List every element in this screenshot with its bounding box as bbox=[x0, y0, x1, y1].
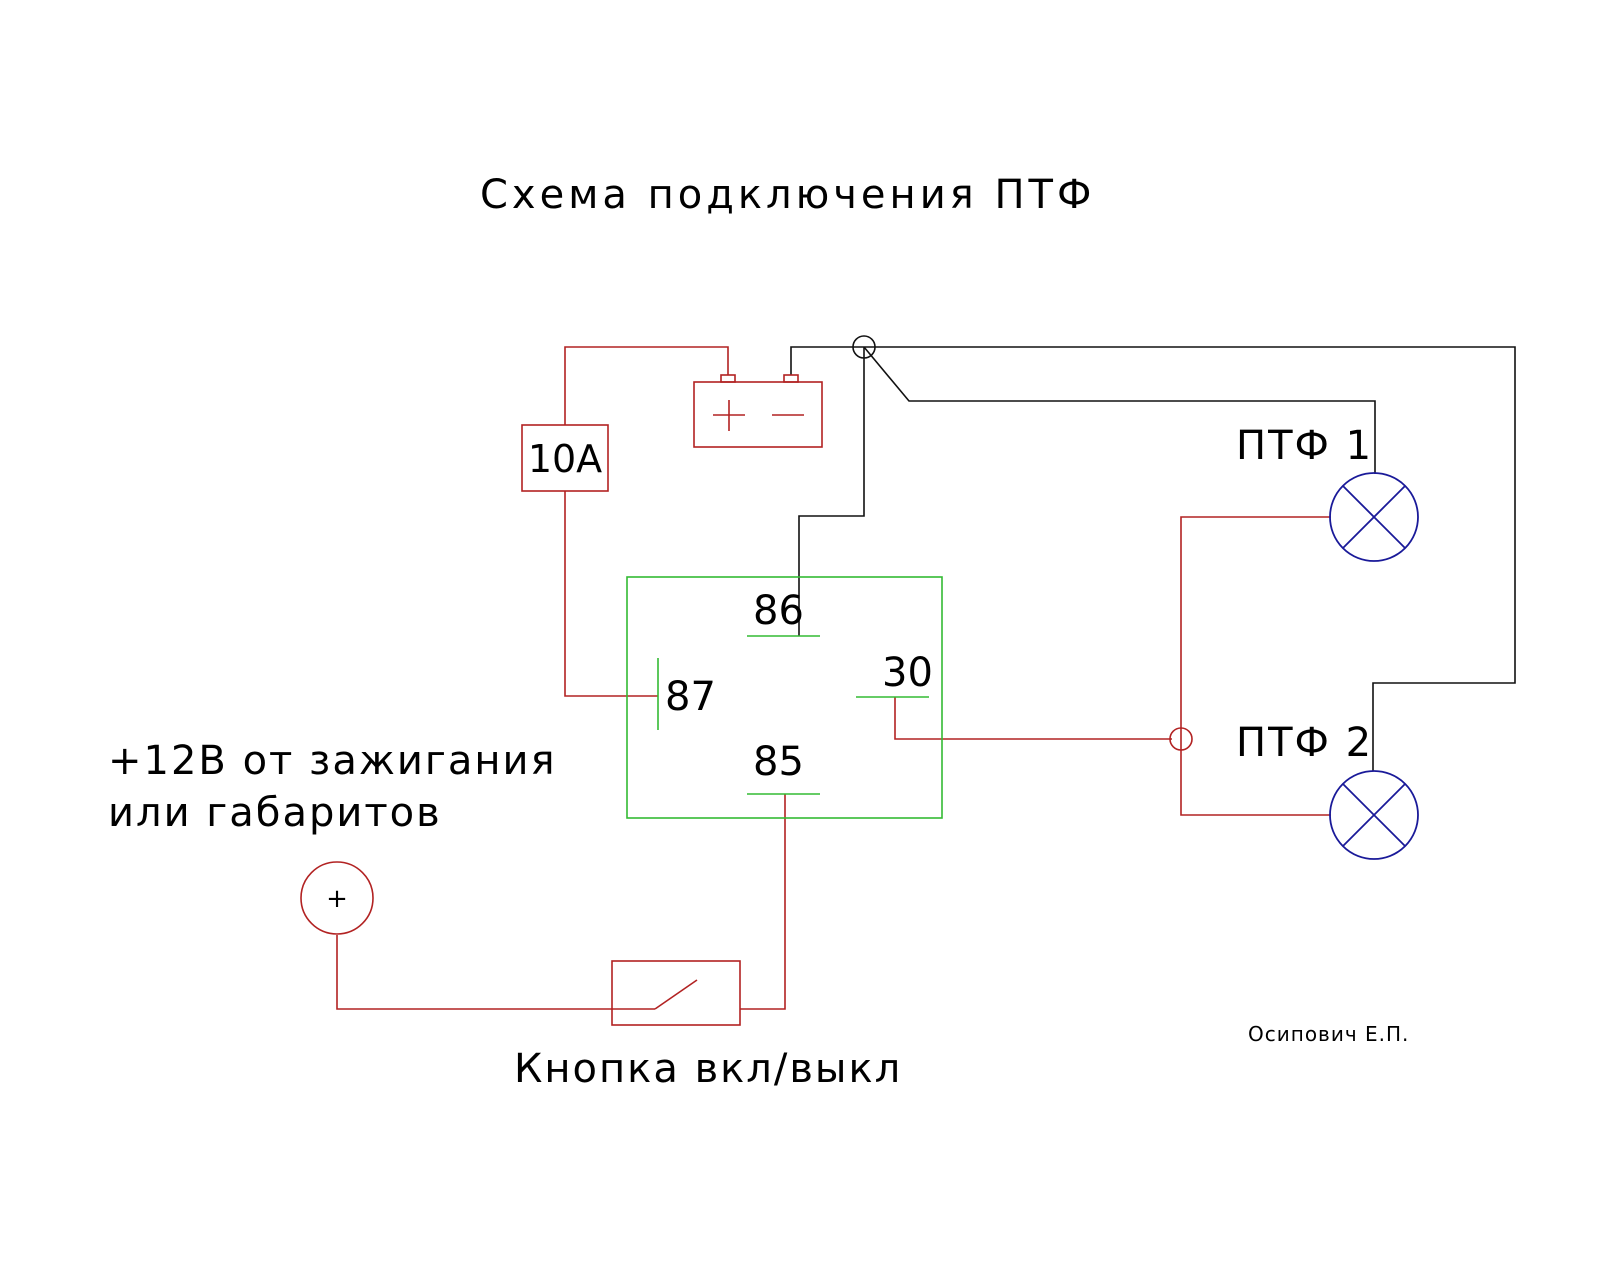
battery-plus-sign-icon bbox=[713, 400, 745, 431]
author-credit: Осипович Е.П. bbox=[1248, 1022, 1409, 1046]
source-plus-icon bbox=[300, 861, 374, 935]
switch-contact-icon bbox=[654, 979, 698, 1010]
relay-pin-85-label: 85 bbox=[753, 739, 804, 785]
wire-junction-to-lamps bbox=[1180, 516, 1331, 816]
switch-label: Кнопка вкл/выкл bbox=[514, 1046, 902, 1092]
wire-battery-plus-to-fuse bbox=[564, 346, 729, 425]
lamp-2-icon bbox=[1329, 770, 1419, 860]
battery bbox=[693, 374, 823, 448]
source-symbol: + bbox=[326, 884, 348, 914]
lamp-junction-node bbox=[1169, 727, 1193, 751]
relay: 86 87 30 85 bbox=[626, 576, 943, 819]
wire-pin-30-to-junction bbox=[894, 697, 1172, 740]
relay-body bbox=[626, 576, 943, 819]
source-label-line-1: +12В от зажигания bbox=[108, 738, 557, 784]
relay-pin-86-label: 86 bbox=[753, 588, 804, 634]
diagram-title: Схема подключения ПТФ bbox=[480, 172, 1095, 218]
ground-junction-node bbox=[852, 335, 876, 359]
fuse: 10A bbox=[521, 424, 609, 492]
wire-ground-to-lamp-1 bbox=[863, 346, 1376, 474]
fuse-body bbox=[521, 424, 609, 492]
wire-ground-to-pin-86 bbox=[798, 347, 865, 636]
relay-pin-30-label: 30 bbox=[882, 650, 933, 696]
wire-ground-to-lamp-2 bbox=[790, 346, 1516, 771]
relay-pin-87-label: 87 bbox=[665, 674, 716, 720]
power-source: + +12В от зажигания или габаритов bbox=[108, 738, 557, 935]
source-label-line-2: или габаритов bbox=[108, 790, 442, 836]
fog-lamp-1: ПТФ 1 bbox=[1236, 423, 1419, 562]
lamp-1-icon bbox=[1329, 472, 1419, 562]
lamp-1-label: ПТФ 1 bbox=[1236, 423, 1373, 469]
switch-body bbox=[611, 960, 741, 1026]
fuse-label: 10A bbox=[528, 437, 602, 481]
wire-source-to-switch bbox=[336, 935, 655, 1010]
fog-lamp-2: ПТФ 2 bbox=[1236, 720, 1419, 860]
lamp-2-label: ПТФ 2 bbox=[1236, 720, 1373, 766]
on-off-switch: Кнопка вкл/выкл bbox=[514, 960, 902, 1092]
battery-plus-terminal bbox=[720, 374, 736, 383]
battery-body bbox=[693, 381, 823, 448]
wire-pin-85-to-switch bbox=[740, 794, 786, 1010]
wire-fuse-to-pin-87 bbox=[564, 491, 658, 697]
battery-minus-terminal bbox=[783, 374, 799, 383]
